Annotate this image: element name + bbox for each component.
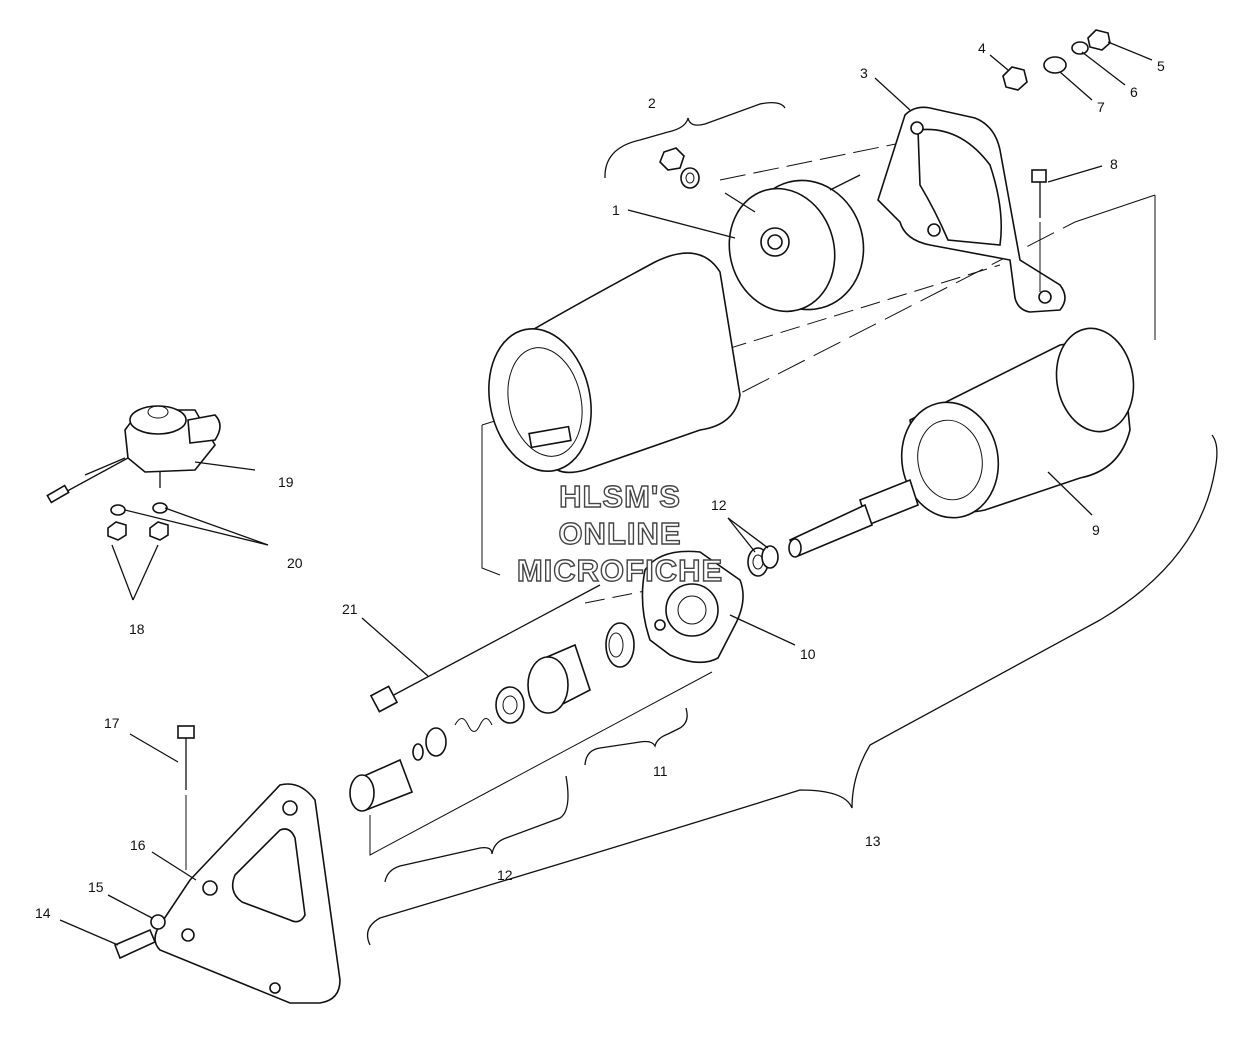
callout-1: 1 [612, 202, 620, 218]
callout-12-lower: 12 [497, 867, 513, 883]
mounting-bracket-part [154, 783, 341, 1004]
solenoid-nuts-washers-part [107, 502, 169, 541]
bracket-bolt-part [177, 725, 195, 870]
leader-lines [59, 41, 1153, 946]
callout-2: 2 [648, 95, 656, 111]
callout-13: 13 [865, 833, 881, 849]
callout-21: 21 [342, 601, 358, 617]
drive-assembly-part [412, 622, 635, 761]
callout-10: 10 [800, 646, 816, 662]
solenoid-switch-part [46, 405, 221, 504]
watermark-line-2: ONLINE [558, 515, 682, 551]
callout-15: 15 [88, 879, 104, 895]
callout-7: 7 [1097, 99, 1105, 115]
callout-20: 20 [287, 555, 303, 571]
bushing-part [349, 758, 414, 812]
callout-9: 9 [1092, 522, 1100, 538]
drive-end-plate-part [641, 550, 744, 664]
cap-nut-washer-part [659, 147, 700, 189]
callout-3: 3 [860, 65, 868, 81]
end-bracket-part [877, 106, 1066, 313]
callout-17: 17 [104, 715, 120, 731]
watermark-line-1: HLSM'S [558, 478, 681, 514]
callout-8: 8 [1110, 156, 1118, 172]
callout-11: 11 [653, 763, 668, 779]
thrust-washers-part [747, 545, 779, 577]
callout-14: 14 [35, 905, 51, 921]
callout-19: 19 [278, 474, 294, 490]
commutator-end-cap-part [724, 174, 865, 313]
watermark-line-3: MICROFICHE [516, 552, 724, 588]
bracket-screw-part [113, 914, 166, 960]
callout-5: 5 [1157, 58, 1165, 74]
callout-18: 18 [129, 621, 145, 637]
top-fasteners-part [1002, 29, 1111, 292]
callout-4: 4 [978, 40, 986, 56]
callout-6: 6 [1130, 84, 1138, 100]
motor-housing-part [488, 252, 741, 474]
watermark: HLSM'S ONLINE MICROFICHE [490, 478, 750, 589]
armature-part [788, 327, 1135, 558]
through-bolt-part [369, 584, 601, 713]
callout-labels: 1 2 3 4 5 6 7 8 9 10 11 12 12 13 14 15 1… [35, 40, 1165, 921]
callout-12-upper: 12 [711, 497, 727, 513]
callout-16: 16 [130, 837, 146, 853]
